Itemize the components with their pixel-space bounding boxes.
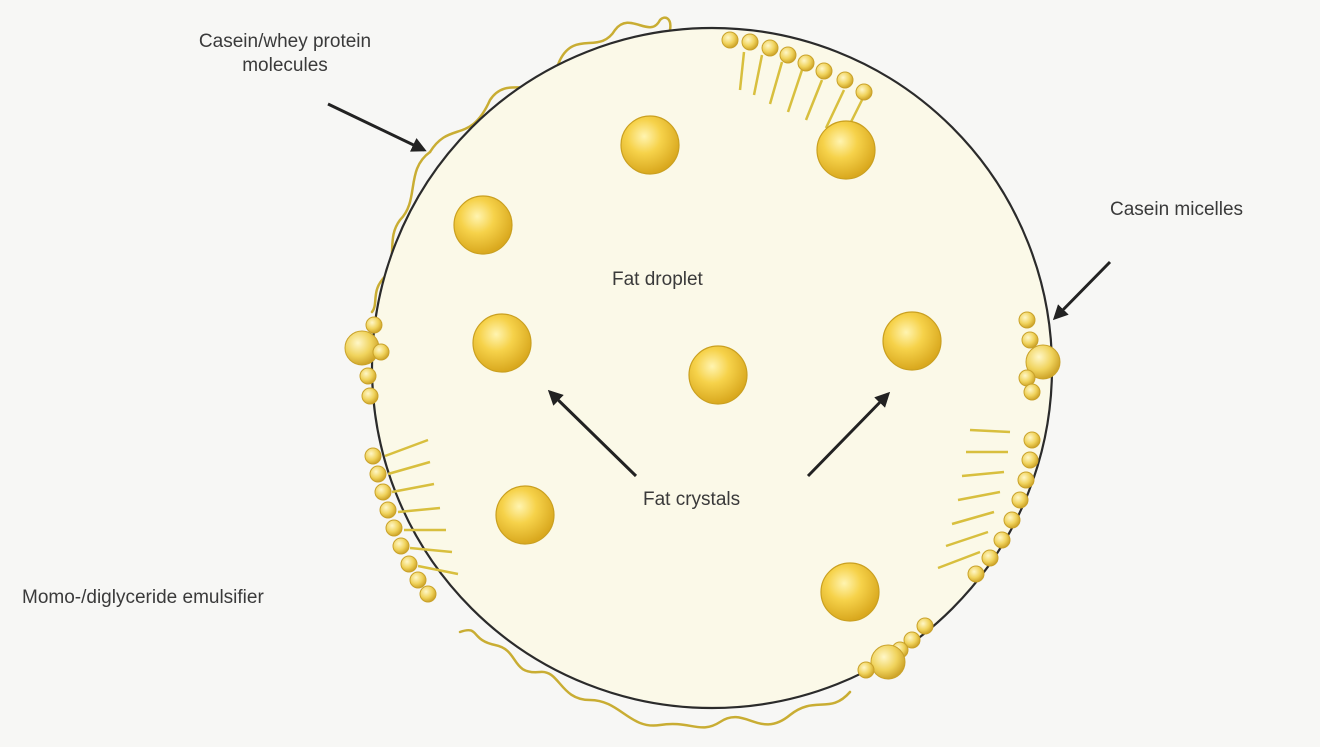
- fat-crystal: [817, 121, 875, 179]
- fat-crystal: [496, 486, 554, 544]
- arrow-to-protein: [328, 104, 424, 150]
- label-fat-crystals: Fat crystals: [643, 488, 740, 512]
- label-casein-whey-line2: molecules: [150, 54, 420, 78]
- fat-crystal: [883, 312, 941, 370]
- label-emulsifier: Momo-/diglyceride emulsifier: [22, 586, 264, 610]
- arrow-to-micelles: [1055, 262, 1110, 318]
- label-fat-droplet: Fat droplet: [612, 268, 703, 292]
- fat-crystal: [454, 196, 512, 254]
- fat-crystal: [821, 563, 879, 621]
- label-casein-micelles: Casein micelles: [1110, 198, 1243, 222]
- fat-crystal: [473, 314, 531, 372]
- fat-crystal: [689, 346, 747, 404]
- fat-crystal: [621, 116, 679, 174]
- label-casein-whey-line1: Casein/whey protein: [150, 30, 420, 54]
- label-casein-whey-protein: Casein/whey protein molecules: [150, 30, 420, 78]
